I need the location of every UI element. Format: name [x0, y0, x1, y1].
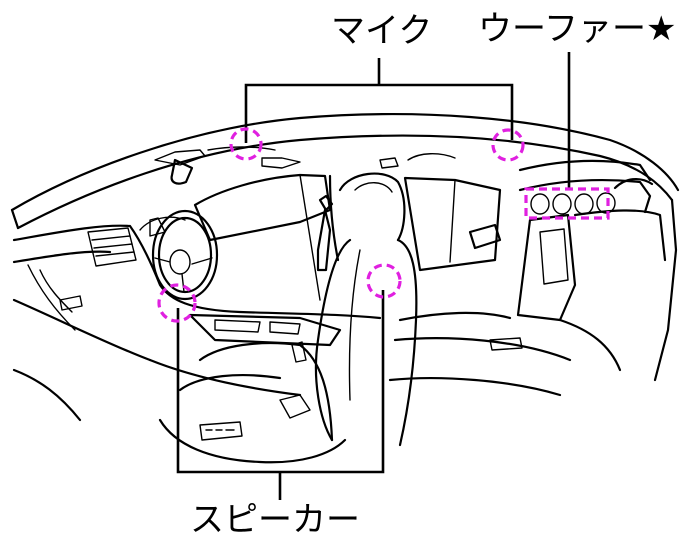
mic-marker-rear [491, 128, 525, 162]
dashboard [12, 216, 382, 422]
speaker-marker-front [157, 283, 197, 323]
steering-wheel [149, 209, 219, 301]
speaker-label: スピーカー [190, 500, 360, 540]
car-body-outline [10, 113, 680, 382]
front-seat [158, 172, 418, 464]
leader-lines [176, 52, 571, 500]
rear-seats [388, 209, 667, 397]
woofer-label: ウーファー★ [478, 9, 677, 49]
window-frames [193, 159, 652, 301]
speaker-marker-seat [366, 263, 402, 299]
mic-label: マイク [331, 11, 433, 51]
location-markers [157, 127, 610, 323]
center-console [148, 313, 342, 397]
mic-marker-front [229, 127, 263, 161]
woofer-marker [524, 187, 610, 220]
rear-parcel-shelf [518, 178, 654, 215]
